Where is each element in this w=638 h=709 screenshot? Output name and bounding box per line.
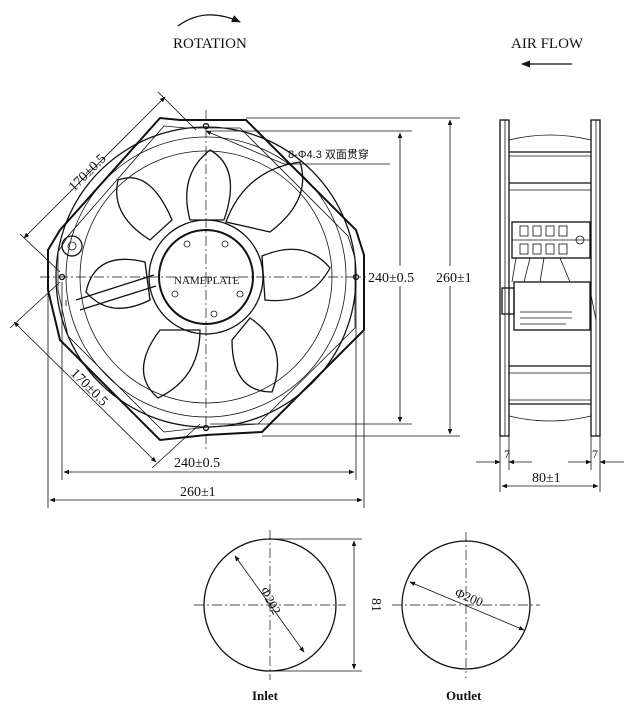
- holes-note-label: 8-Φ4.3 双面贯穿: [288, 147, 369, 161]
- dim-240-horizontal-label: 240±0.5: [174, 456, 220, 471]
- flange-dimensions: 7 7 80±1: [476, 436, 624, 492]
- inlet-caption: Inlet: [252, 688, 279, 703]
- rotation-indicator: ROTATION: [173, 14, 247, 52]
- venturi-ring-outer: [55, 126, 357, 428]
- side-flange-right-label: 7: [592, 447, 598, 461]
- rear-flange: [590, 119, 601, 437]
- screw-icon: [171, 290, 179, 298]
- outlet-diameter-label: Φ200: [453, 585, 486, 610]
- hub-plate: [158, 229, 254, 325]
- side-view: 7 7 80±1: [476, 119, 624, 492]
- horizontal-dimensions: 240±0.5 260±1: [47, 282, 365, 508]
- diag-170-top-label: 170±0.5: [66, 152, 109, 195]
- front-flange: [499, 119, 510, 437]
- terminal-bushing: [61, 235, 83, 257]
- air-flow-indicator: AIR FLOW: [511, 36, 584, 68]
- inlet-view: Φ202 Inlet: [194, 530, 346, 703]
- fan-blade: [116, 177, 173, 241]
- bushing-icon: [61, 235, 83, 257]
- screw-icon: [236, 290, 244, 298]
- fan-blade: [186, 149, 232, 221]
- side-depth-label: 80±1: [532, 471, 561, 486]
- dim-240-vertical-label: 240±0.5: [368, 271, 414, 286]
- screw-icon: [183, 240, 191, 248]
- fan-blades: [85, 149, 331, 399]
- hub-screws: [171, 240, 244, 318]
- holes-note: 8-Φ4.3 双面贯穿: [205, 130, 390, 165]
- dim-260-horizontal-label: 260±1: [180, 485, 216, 500]
- motor-body: [501, 281, 597, 331]
- fan-frame-inner-outline: [57, 125, 356, 433]
- fan-blade: [142, 329, 201, 399]
- nameplate-label: NAMEPLATE: [174, 275, 240, 287]
- inlet-outlet-height-label: 81: [368, 598, 383, 612]
- vertical-dimensions: 240±0.5 260±1: [210, 117, 486, 437]
- outlet-view: Φ200 Outlet: [392, 532, 540, 703]
- terminal-block: [511, 221, 591, 283]
- rotation-label: ROTATION: [173, 36, 247, 52]
- height-dimension: 81: [272, 538, 383, 672]
- fan-blade: [231, 317, 279, 393]
- ground-screw-icon: [575, 235, 585, 245]
- fan-blade: [225, 161, 304, 233]
- air-flow-label: AIR FLOW: [511, 36, 584, 52]
- fan-blade: [261, 248, 331, 302]
- screw-icon: [221, 240, 229, 248]
- inlet-diameter-label: Φ202: [257, 584, 284, 617]
- dim-260-vertical-label: 260±1: [436, 271, 472, 286]
- rotation-arrow-icon: [177, 14, 241, 27]
- fan-blade: [85, 258, 151, 309]
- screw-icon: [210, 310, 218, 318]
- support-strut: [65, 274, 157, 311]
- outlet-caption: Outlet: [446, 688, 482, 703]
- side-flange-left-label: 7: [504, 447, 510, 461]
